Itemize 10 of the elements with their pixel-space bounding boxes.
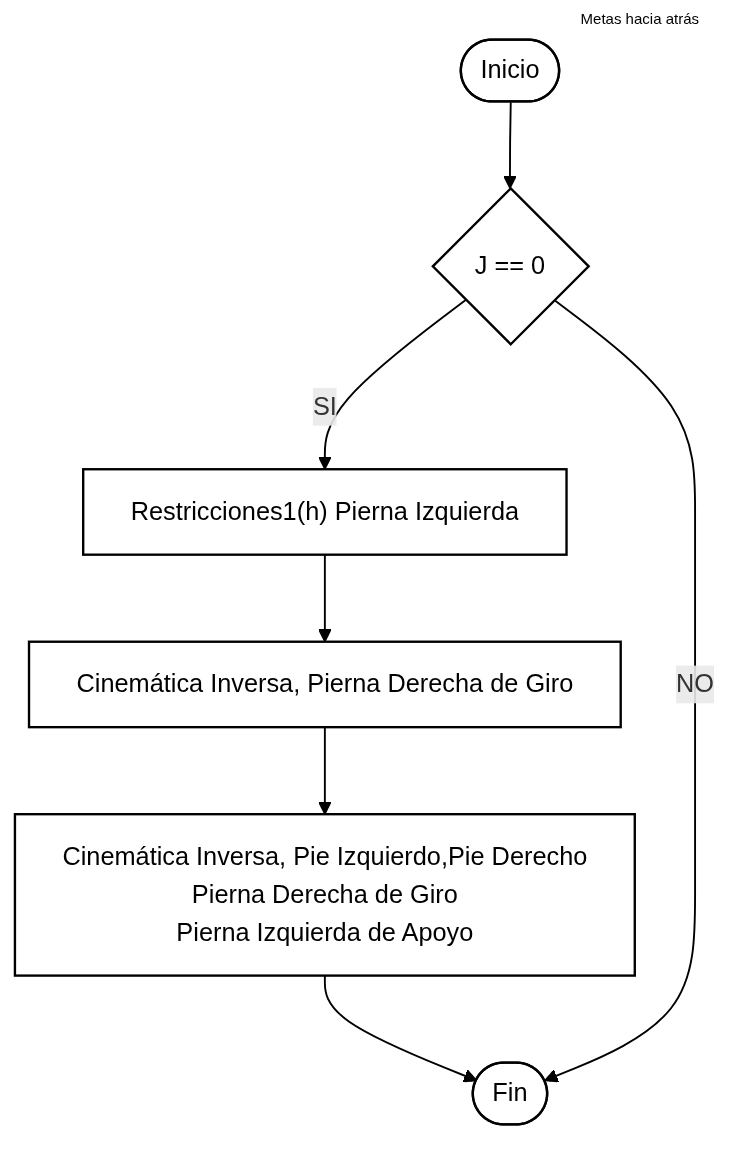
note-text: Metas hacia atrás <box>579 10 699 27</box>
arrow <box>544 299 697 1083</box>
arrow <box>317 299 467 470</box>
node-box: Cinemática Inversa, Pierna Derecha de Giro <box>27 640 622 729</box>
edge-label: SI <box>312 392 337 420</box>
arrow <box>503 101 517 190</box>
node-box: Restricciones1(h) Pierna Izquierda <box>82 468 568 556</box>
edge-label: NO <box>676 670 715 698</box>
node-box: Cinemática Inversa, Pie Izquierdo,Pie Derecho Pierna Derecha de Giro Pierna Izquierda de Apoyo <box>13 813 636 977</box>
node-diamond: J == 0 <box>431 186 591 346</box>
